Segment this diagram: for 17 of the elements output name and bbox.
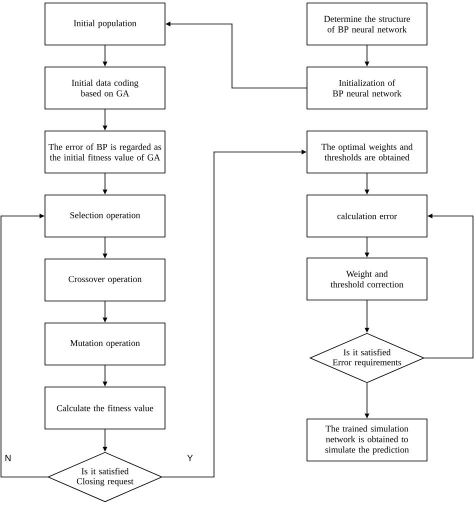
- process-box: calculation error: [306, 194, 428, 238]
- process-box: The optimal weights and thresholds are obtained: [306, 130, 428, 174]
- edge-label: N: [6, 454, 11, 462]
- process-box: The error of BP is regarded as the initial fitness value of GA: [44, 130, 166, 174]
- process-box: Initialization of BP neural network: [306, 66, 428, 110]
- process-box: Determine the structure of BP neural network: [306, 2, 428, 46]
- process-box: Selection operation: [44, 194, 166, 238]
- process-box: Initial data coding based on GA: [44, 66, 166, 110]
- edge-label: Y: [187, 454, 193, 462]
- arrow: [0, 214, 48, 478]
- process-box: Crossover operation: [44, 258, 166, 302]
- process-box: Mutation operation: [44, 322, 166, 366]
- process-box: Initial population: [44, 2, 166, 46]
- process-box: Weight and threshold correction: [306, 258, 428, 300]
- process-box: Calculate the fitness value: [44, 386, 166, 430]
- process-box: The trained simulation network is obtained to simulate the prediction: [306, 418, 428, 462]
- arrow: [424, 214, 474, 358]
